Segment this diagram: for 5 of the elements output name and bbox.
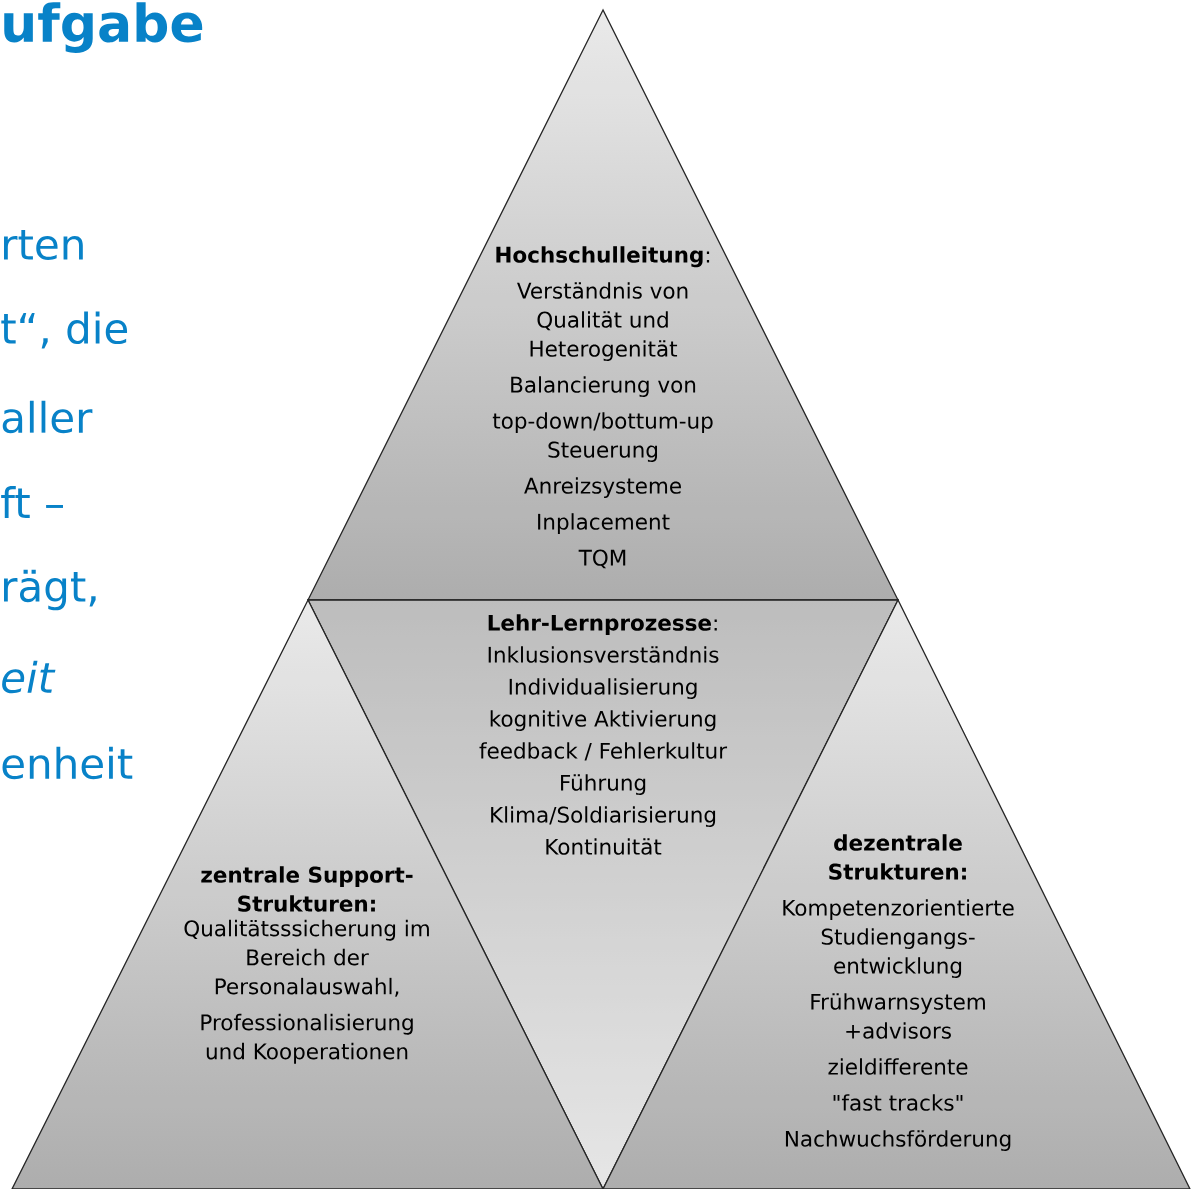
body-text: ft – [1, 486, 63, 518]
body-text: aller [2, 400, 93, 434]
body-text: rten [4, 229, 83, 261]
body-text: t“, die [1, 311, 128, 349]
heading: ufgabe [4, 2, 203, 53]
